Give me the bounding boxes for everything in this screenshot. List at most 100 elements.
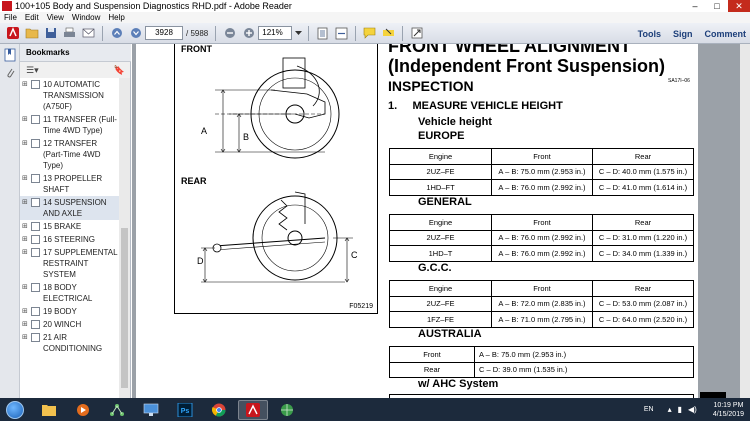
bookmark-item[interactable]: ⊞20 WINCH [20, 318, 119, 331]
expand-plus-icon[interactable]: ⊞ [22, 321, 28, 328]
system-tray: EN ▴ ▮ ◀) 10:19 PM 4/15/2019 [644, 398, 744, 421]
zoom-in-icon[interactable] [240, 26, 257, 41]
expand-plus-icon[interactable]: ⊞ [22, 308, 28, 315]
create-pdf-icon[interactable] [4, 26, 21, 41]
table-cell: C – D: 40.0 mm (1.575 in.) [592, 163, 694, 180]
tray-chevron-icon[interactable]: ▴ [667, 405, 672, 414]
save-icon[interactable] [42, 26, 59, 41]
tray-volume-icon[interactable]: ◀) [688, 405, 697, 414]
table-header: Rear [592, 280, 694, 297]
bookmark-item[interactable]: ⊞17 SUPPLEMENTAL RESTRAINT SYSTEM [20, 246, 119, 281]
bookmark-item[interactable]: ⊞19 BODY [20, 305, 119, 318]
expand-plus-icon[interactable]: ⊞ [22, 249, 28, 256]
new-bookmark-icon[interactable]: 🔖 [113, 64, 125, 75]
bookmark-item[interactable]: ⊞13 PROPELLER SHAFT [20, 172, 119, 196]
table-header: Front [491, 148, 593, 165]
clock[interactable]: 10:19 PM 4/15/2019 [713, 401, 744, 419]
open-folder-icon[interactable] [23, 26, 40, 41]
expand-plus-icon[interactable]: ⊞ [22, 334, 28, 341]
step-title: MEASURE VEHICLE HEIGHT [412, 100, 563, 112]
menu-help[interactable]: Help [108, 13, 125, 22]
taskbar-photoshop[interactable]: Ps [170, 400, 200, 420]
scrollbar-thumb[interactable] [121, 228, 128, 388]
email-icon[interactable] [80, 26, 97, 41]
zoom-level-input[interactable]: 121% [258, 26, 293, 40]
zoom-dropdown-chevron-icon[interactable] [293, 26, 303, 41]
menu-window[interactable]: Window [71, 13, 101, 22]
fit-page-icon[interactable] [314, 26, 331, 41]
menu-edit[interactable]: Edit [24, 13, 39, 22]
bookmark-item[interactable]: ⊞15 BRAKE [20, 220, 119, 233]
menu-file[interactable]: File [4, 13, 17, 22]
table-header: Front [491, 280, 593, 297]
figure-rear-label: REAR [181, 176, 207, 186]
table-cell: A – B: 71.0 mm (2.795 in.) [491, 311, 593, 328]
next-page-icon[interactable] [127, 26, 144, 41]
bookmark-label: 10 AUTOMATIC TRANSMISSION (A750F) [43, 80, 104, 111]
bookmark-item[interactable]: ⊞21 AIR CONDITIONING [20, 331, 119, 355]
comment-link[interactable]: Comment [704, 28, 746, 39]
table-row: 2UZ–FE A – B: 76.0 mm (2.992 in.) C – D:… [389, 229, 694, 246]
window-controls: – □ ✕ [684, 0, 750, 12]
bookmark-item[interactable]: ⊞12 TRANSFER (Part-Time 4WD Type) [20, 137, 119, 172]
menu-view[interactable]: View [46, 13, 64, 22]
windows-taskbar: Ps EN ▴ ▮ ◀) 10:19 PM 4/15/2019 [0, 398, 750, 421]
taskbar-globe-app[interactable] [272, 400, 302, 420]
comment-bubble-icon[interactable] [361, 26, 378, 41]
bookmarks-panel-icon[interactable] [3, 48, 17, 62]
zoom-out-icon[interactable] [221, 26, 238, 41]
print-icon[interactable] [61, 26, 78, 41]
taskbar-media-player[interactable] [68, 400, 98, 420]
taskbar-network[interactable] [102, 400, 132, 420]
start-button[interactable] [4, 400, 26, 420]
table-cell: A – B: 72.0 mm (2.835 in.) [491, 295, 593, 312]
taskbar-chrome[interactable] [204, 400, 234, 420]
table-cell: A – B: 75.0 mm (2.953 in.) [491, 163, 593, 180]
bookmark-item[interactable]: ⊞14 SUSPENSION AND AXLE [20, 196, 119, 220]
bookmark-item[interactable]: ⊞ 10 AUTOMATIC TRANSMISSION (A750F) [20, 78, 119, 113]
table-cell: Front [389, 346, 475, 363]
expand-plus-icon[interactable]: ⊞ [22, 81, 28, 88]
taskbar-adobe-reader[interactable] [238, 399, 268, 420]
bookmark-item[interactable]: ⊞16 STEERING [20, 233, 119, 246]
expand-plus-icon[interactable]: ⊞ [22, 116, 28, 123]
minimize-button[interactable]: – [692, 1, 698, 11]
doc-title: FRONT WHEEL ALIGNMENT [388, 44, 631, 56]
expand-plus-icon[interactable]: ⊞ [22, 284, 28, 291]
total-pages: / 5988 [186, 28, 209, 38]
table-cell: C – D: 41.0 mm (1.614 in.) [592, 179, 694, 196]
sign-link[interactable]: Sign [672, 28, 693, 39]
taskbar-explorer[interactable] [34, 400, 64, 420]
table-cell: A – B: 76.0 mm (2.992 in.) [491, 179, 593, 196]
page-number-input[interactable]: 3928 [145, 26, 183, 40]
expand-tools-icon[interactable] [408, 26, 425, 41]
step-number: 1. [388, 100, 398, 112]
close-button[interactable]: ✕ [728, 0, 750, 12]
table-header: Engine [389, 148, 492, 165]
tools-link[interactable]: Tools [637, 28, 661, 39]
table-cell: A – B: 75.0 mm (2.953 in.) [474, 346, 694, 363]
highlight-icon[interactable] [380, 26, 397, 41]
language-indicator[interactable]: EN [643, 406, 654, 413]
bookmarks-scrollbar[interactable] [119, 78, 130, 398]
fit-width-icon[interactable] [333, 26, 350, 41]
taskbar-monitor[interactable] [136, 400, 166, 420]
figure-label-b: B [243, 132, 250, 142]
expand-plus-icon[interactable]: ⊞ [22, 199, 28, 206]
previous-page-icon[interactable] [108, 26, 125, 41]
overlay-box [700, 392, 726, 400]
tray-network-icon[interactable]: ▮ [677, 405, 683, 414]
document-scrollbar[interactable] [740, 44, 750, 398]
expand-plus-icon[interactable]: ⊞ [22, 223, 28, 230]
toolbar-separator [102, 25, 103, 41]
maximize-button[interactable]: □ [714, 1, 720, 11]
attachments-panel-icon[interactable] [3, 66, 17, 80]
bookmark-options-icon[interactable]: ☰▾ [26, 64, 39, 75]
expand-plus-icon[interactable]: ⊞ [22, 236, 28, 243]
bookmark-item[interactable]: ⊞11 TRANSFER (Full-Time 4WD Type) [20, 113, 119, 137]
document-viewport[interactable]: FRONT REAR [132, 44, 750, 398]
bookmark-item[interactable]: ⊞18 BODY ELECTRICAL [20, 281, 119, 305]
doc-subtitle: (Independent Front Suspension) [388, 56, 665, 76]
expand-plus-icon[interactable]: ⊞ [22, 175, 28, 182]
expand-plus-icon[interactable]: ⊞ [22, 140, 28, 147]
